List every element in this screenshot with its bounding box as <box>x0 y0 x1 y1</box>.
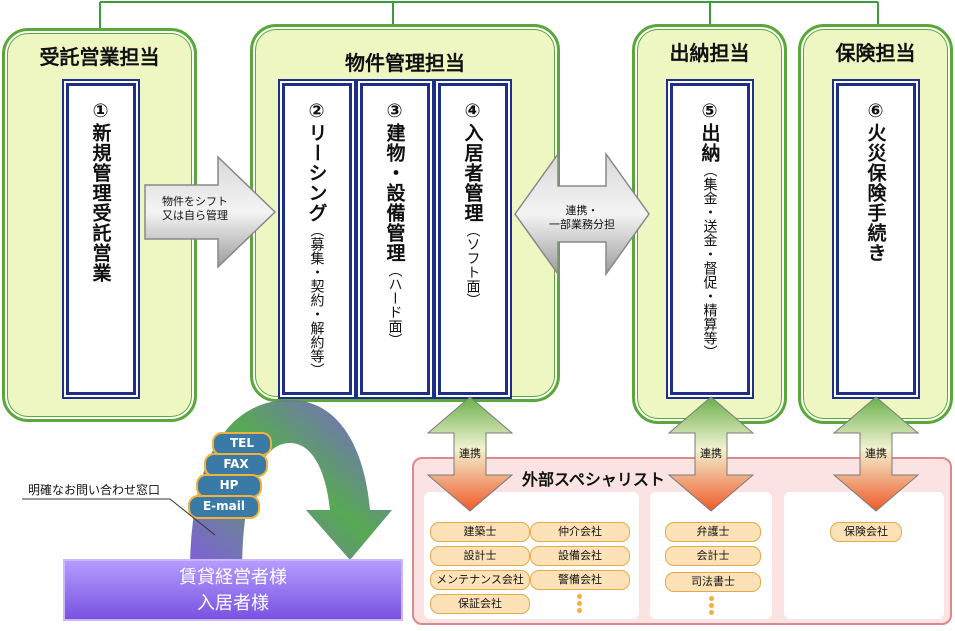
task-3-label: ③建物・設備管理（ハード面） <box>383 100 406 347</box>
link-arrow-insurance <box>832 396 920 512</box>
link-label-insurance: 連携 <box>865 447 887 460</box>
contact-leader-line <box>22 498 216 536</box>
task-6-label: ⑥火災保険手続き <box>864 100 887 263</box>
task-4-label: ④入居者管理（ソフト面） <box>461 100 484 307</box>
dept-cashier-title: 出納担当 <box>669 41 750 65</box>
specialist-scrivener: 司法書士 <box>665 572 761 592</box>
specialists-group-3 <box>784 492 944 619</box>
specialist-equipment: 設備会社 <box>530 546 630 566</box>
task-card-6: ⑥火災保険手続き <box>836 83 916 395</box>
org-connector-lines <box>99 1 879 28</box>
shift-arrow <box>144 155 277 269</box>
specialist-accountant: 会計士 <box>665 546 761 566</box>
task-card-2: ②リーシング（募集・契約・解約等） <box>282 83 352 395</box>
specialists-title: 外部スペシャリスト <box>522 470 665 489</box>
task-5-label: ⑤出納（集金・送金・督促・精算等） <box>698 100 721 359</box>
specialist-lawyer: 弁護士 <box>665 522 761 542</box>
contact-window-label: 明確なお問い合わせ窓口 <box>28 483 161 497</box>
contact-email: E-mail <box>188 495 260 519</box>
task-2-label: ②リーシング（募集・契約・解約等） <box>305 100 328 377</box>
dept-property-title: 物件管理担当 <box>345 51 465 75</box>
owners-line-1: 賃貸経営者様 <box>179 567 287 588</box>
dept-insurance-title: 保険担当 <box>835 41 916 65</box>
task-card-5: ⑤出納（集金・送金・督促・精算等） <box>670 83 750 395</box>
specialist-maintenance: メンテナンス会社 <box>430 570 530 590</box>
specialist-guarantor: 保証会社 <box>430 594 530 614</box>
task-1-label: ①新規管理受託営業 <box>89 100 112 283</box>
link-label-cashier: 連携 <box>700 447 722 460</box>
link-arrow-property <box>426 396 514 512</box>
specialist-security: 警備会社 <box>530 570 630 590</box>
specialist-designer: 設計士 <box>430 546 530 566</box>
task-card-3: ③建物・設備管理（ハード面） <box>360 83 430 395</box>
dept-consign-title: 受託営業担当 <box>39 45 160 69</box>
contact-hp: HP <box>196 474 262 498</box>
more-ellipsis-1 <box>577 594 583 615</box>
specialist-insurer: 保険会社 <box>830 522 902 542</box>
cooperate-arrow-label: 連携・一部業務分担 <box>549 204 615 231</box>
more-ellipsis-2 <box>709 596 715 617</box>
link-arrow-cashier <box>667 396 755 512</box>
task-card-4: ④入居者管理（ソフト面） <box>438 83 508 395</box>
shift-arrow-label: 物件をシフト又は自ら管理 <box>162 195 228 222</box>
link-label-property: 連携 <box>459 447 481 460</box>
specialist-architect: 建築士 <box>430 522 530 542</box>
owners-line-2: 入居者様 <box>197 593 269 614</box>
owners-box: 賃貸経営者様 入居者様 <box>63 559 403 621</box>
task-card-1: ①新規管理受託営業 <box>66 83 136 395</box>
cooperate-arrow <box>514 152 650 277</box>
specialist-broker: 仲介会社 <box>530 522 630 542</box>
